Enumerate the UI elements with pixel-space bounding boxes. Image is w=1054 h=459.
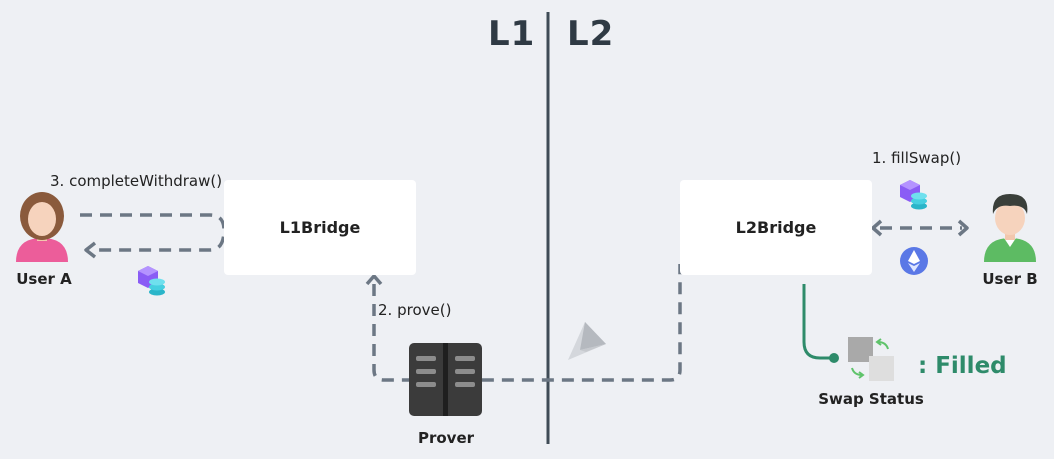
prove-arrow — [372, 264, 682, 382]
fill-swap-arrowhead-right — [957, 219, 969, 237]
status-connector-dot — [829, 353, 839, 363]
prove-caption: 2. prove() — [378, 301, 452, 319]
status-connector — [802, 284, 834, 360]
swap-status-icon — [848, 337, 894, 381]
token-stack-icon — [138, 266, 165, 296]
ethereum-icon — [900, 247, 928, 275]
complete-withdraw-arrow — [80, 213, 226, 252]
l2-layer-label: L2 — [567, 14, 615, 54]
l2bridge-node: L2Bridge — [680, 180, 872, 275]
fill-swap-arrowhead-left — [871, 219, 883, 237]
l2bridge-label: L2Bridge — [735, 218, 817, 237]
swap-status-label: Swap Status — [818, 390, 924, 408]
user-a-label: User A — [16, 270, 72, 288]
l1bridge-node: L1Bridge — [224, 180, 416, 275]
fill-swap-caption: 1. fillSwap() — [872, 149, 962, 167]
user-b-label: User B — [982, 270, 1038, 288]
server-icon — [409, 343, 482, 416]
swap-status-value: : Filled — [918, 353, 1007, 379]
l1bridge-label: L1Bridge — [279, 218, 361, 237]
male-user-icon — [984, 194, 1036, 262]
complete-withdraw-arrowhead — [84, 241, 97, 259]
l1-layer-label: L1 — [488, 14, 536, 54]
paper-plane-icon — [568, 322, 606, 360]
female-user-icon — [16, 192, 68, 262]
prover-label: Prover — [417, 429, 475, 447]
token-stack-icon-b — [900, 180, 927, 210]
complete-withdraw-caption: 3. completeWithdraw() — [50, 172, 223, 190]
prove-arrowhead — [365, 274, 383, 286]
